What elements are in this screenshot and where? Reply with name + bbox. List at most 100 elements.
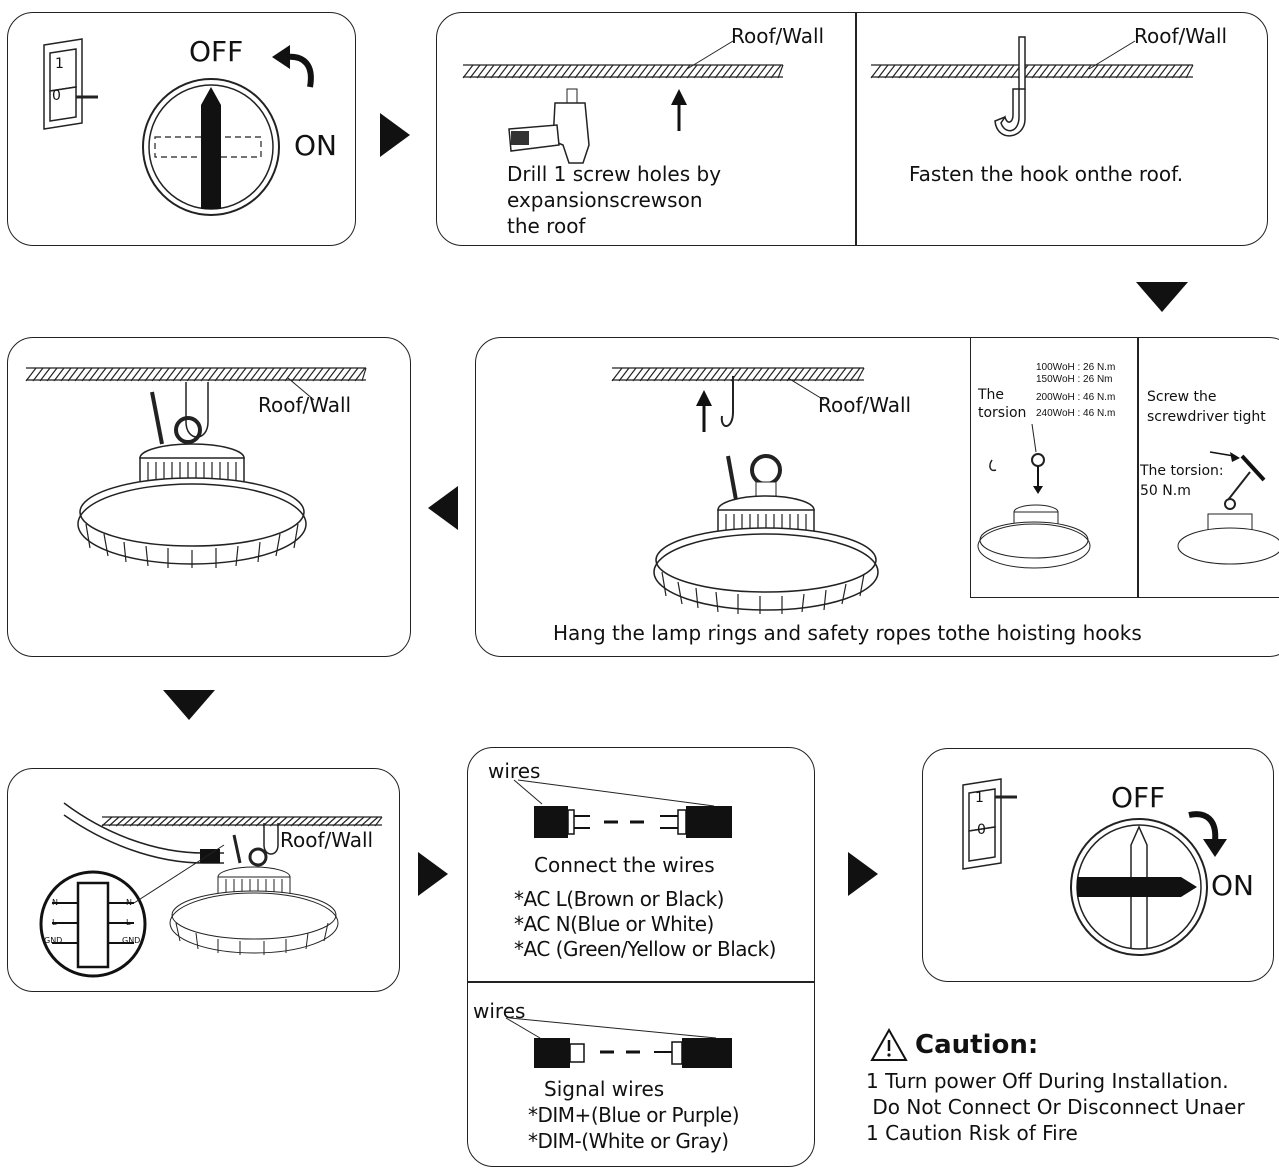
hatch-line bbox=[339, 816, 351, 827]
hatch-line bbox=[807, 367, 819, 382]
hatch-line bbox=[144, 367, 156, 382]
hook-small-icon bbox=[720, 376, 734, 427]
hatch-line bbox=[756, 64, 768, 79]
dial-on-label: ON bbox=[294, 129, 337, 162]
hatch-line bbox=[1143, 64, 1155, 79]
hatch-line bbox=[136, 816, 148, 827]
dial-off-label: OFF bbox=[189, 35, 244, 68]
signal-wires-text: Signal wires bbox=[544, 1077, 665, 1101]
hatch-line bbox=[185, 816, 197, 827]
hatch-line bbox=[653, 367, 665, 382]
arrow-up-icon bbox=[671, 89, 687, 131]
hatch-line bbox=[157, 816, 169, 827]
hatch-line bbox=[178, 816, 190, 827]
hatch-line bbox=[686, 64, 698, 79]
arrow-right-2 bbox=[418, 852, 448, 896]
hatch-line bbox=[735, 64, 747, 79]
terminal-block-icon bbox=[39, 844, 225, 978]
leader-line-right bbox=[1088, 40, 1136, 70]
hatch-line bbox=[539, 64, 551, 79]
leader-line bbox=[686, 40, 734, 70]
hatch-line bbox=[122, 816, 134, 827]
hatch-line bbox=[651, 64, 663, 79]
hatch-line bbox=[277, 367, 289, 382]
torsion-inset-divider bbox=[1137, 338, 1139, 598]
hatch-line bbox=[227, 816, 239, 827]
high-bay-lamp-hung-icon bbox=[77, 382, 307, 568]
wires-connection-panel: wires Connect the wires *AC L(Brown or B… bbox=[467, 747, 815, 1167]
hatch-line bbox=[553, 64, 565, 79]
step-wiring-panel: Roof/Wall N L GND N L GND bbox=[7, 768, 400, 992]
step-lamp-hung-panel: Roof/Wall bbox=[7, 337, 411, 657]
hatch-line bbox=[688, 367, 700, 382]
hatch-line bbox=[912, 64, 924, 79]
connector-top-icon bbox=[513, 779, 732, 838]
step-power-on-panel: 1 0 OFF ON bbox=[922, 748, 1274, 982]
torsion-value-4: 240WoH : 46 N.m bbox=[1036, 408, 1116, 419]
hatch-line bbox=[284, 367, 296, 382]
hatch-line bbox=[476, 64, 488, 79]
hatch-line bbox=[744, 367, 756, 382]
hatch-line bbox=[532, 64, 544, 79]
hatch-line bbox=[996, 64, 1008, 79]
hatch-line bbox=[1157, 64, 1169, 79]
hatch-line bbox=[67, 367, 79, 382]
hatch-line bbox=[497, 64, 509, 79]
warning-triangle-icon bbox=[870, 1027, 908, 1061]
hatch-line bbox=[249, 367, 261, 382]
arrow-up-hang-icon bbox=[696, 390, 712, 432]
hatch-line bbox=[346, 816, 358, 827]
hatch-line bbox=[749, 64, 761, 79]
hatch-line bbox=[709, 367, 721, 382]
hatch-line bbox=[511, 64, 523, 79]
step-drill-hook-panel: Roof/Wall Drill 1 screw holes by expansi… bbox=[436, 12, 1268, 246]
hatch-line bbox=[1101, 64, 1113, 79]
step-power-off-panel: 1 0 OFF ON bbox=[7, 12, 356, 246]
hatch-line bbox=[1164, 64, 1176, 79]
torsion-label-1: The bbox=[978, 387, 1005, 403]
hatch-line bbox=[318, 816, 330, 827]
hatch-line bbox=[919, 64, 931, 79]
hatch-line bbox=[518, 64, 530, 79]
high-bay-lamp-wiring-icon bbox=[169, 823, 339, 955]
dial-on-on-label: ON bbox=[1211, 869, 1254, 902]
drill-text-line-1: Drill 1 screw holes by bbox=[507, 162, 722, 186]
hatch-line bbox=[1059, 64, 1071, 79]
terminal-label-gnd-left: GND bbox=[44, 936, 63, 945]
hatch-line bbox=[700, 64, 712, 79]
hatch-line bbox=[283, 816, 295, 827]
hatch-line bbox=[164, 816, 176, 827]
hook-text: Fasten the hook onthe roof. bbox=[909, 162, 1184, 186]
hatch-line bbox=[723, 367, 735, 382]
hatch-line bbox=[158, 367, 170, 382]
hatch-line bbox=[1150, 64, 1162, 79]
screw-text-2: screwdriver tight bbox=[1147, 409, 1266, 425]
hatch-line bbox=[975, 64, 987, 79]
hatch-line bbox=[835, 367, 847, 382]
hatch-line bbox=[1171, 64, 1183, 79]
hatch-line bbox=[728, 64, 740, 79]
hatch-line bbox=[179, 367, 191, 382]
ceiling-hatch-hung bbox=[25, 367, 367, 382]
hatch-line bbox=[658, 64, 670, 79]
hatch-line bbox=[1052, 64, 1064, 79]
hatch-line bbox=[637, 64, 649, 79]
arrow-right-3 bbox=[848, 852, 878, 896]
hatch-line bbox=[716, 367, 728, 382]
hatch-line bbox=[891, 64, 903, 79]
hatch-line bbox=[793, 367, 805, 382]
hatch-line bbox=[581, 64, 593, 79]
hatch-line bbox=[758, 367, 770, 382]
hatch-line bbox=[95, 367, 107, 382]
hatch-line bbox=[630, 64, 642, 79]
dim-line-1: *DIM+(Blue or Purple) bbox=[528, 1103, 740, 1127]
hatch-line bbox=[361, 367, 367, 382]
hatch-line bbox=[102, 367, 114, 382]
hatch-line bbox=[611, 367, 623, 382]
hatch-line bbox=[737, 367, 749, 382]
torsion-inset-box bbox=[970, 338, 1279, 598]
hatch-line bbox=[214, 367, 226, 382]
screwdriver-lamp-icon bbox=[1177, 451, 1279, 565]
hatch-line bbox=[130, 367, 142, 382]
hatch-line bbox=[525, 64, 537, 79]
